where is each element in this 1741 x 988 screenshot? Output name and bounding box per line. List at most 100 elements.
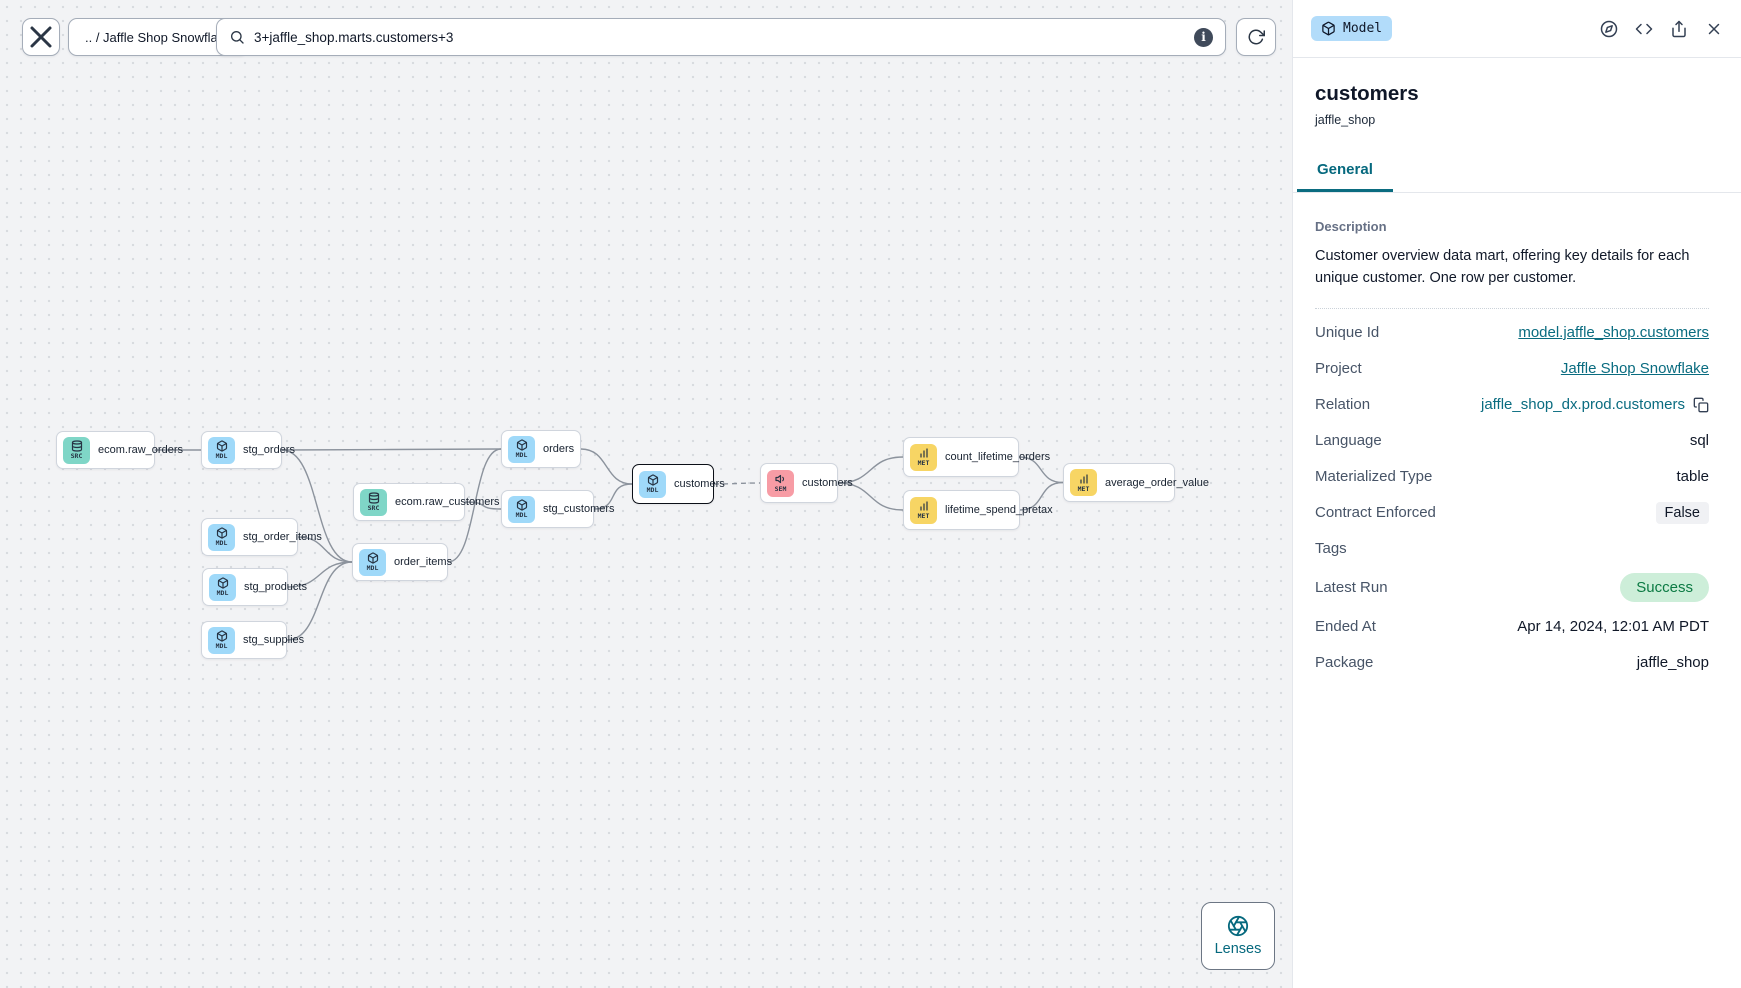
field-row-package: Package jaffle_shop bbox=[1315, 645, 1709, 681]
node-label: stg_orders bbox=[243, 444, 295, 456]
share-button[interactable] bbox=[1670, 20, 1688, 38]
node-label: orders bbox=[543, 443, 575, 455]
mdl-badge-icon: MDL bbox=[508, 435, 535, 463]
graph-node-average_order_value[interactable]: MET average_order_value bbox=[1063, 463, 1209, 502]
node-label: ecom.raw_orders bbox=[98, 444, 183, 456]
graph-node-stg_supplies[interactable]: MDL stg_supplies bbox=[201, 621, 304, 659]
mdl-badge-icon: MDL bbox=[209, 573, 236, 601]
graph-node-raw_customers[interactable]: SRC ecom.raw_customers bbox=[353, 483, 500, 521]
tab-bar: General bbox=[1293, 151, 1741, 193]
details-panel: Model bbox=[1292, 0, 1741, 988]
explore-lineage-button[interactable] bbox=[1600, 20, 1618, 38]
refresh-button[interactable] bbox=[1236, 18, 1276, 56]
graph-node-stg_order_items[interactable]: MDL stg_order_items bbox=[201, 518, 322, 556]
node-label: stg_customers bbox=[543, 503, 615, 515]
sem-badge-icon: SEM bbox=[767, 469, 794, 497]
resource-type-label: Model bbox=[1343, 21, 1383, 36]
src-badge-icon: SRC bbox=[360, 488, 387, 516]
lenses-label: Lenses bbox=[1214, 941, 1262, 957]
tab-general[interactable]: General bbox=[1297, 151, 1393, 192]
graph-node-order_items[interactable]: MDL order_items bbox=[352, 543, 452, 581]
field-row-relation: Relation jaffle_shop_dx.prod.customers bbox=[1315, 387, 1709, 423]
graph-node-customers_sem[interactable]: SEM customers bbox=[760, 463, 853, 503]
node-label: customers bbox=[802, 477, 853, 489]
breadcrumb-label: .. / Jaffle Shop Snowflake bbox=[85, 29, 232, 45]
view-code-button[interactable] bbox=[1635, 20, 1653, 38]
close-lineage-button[interactable] bbox=[22, 18, 60, 56]
graph-node-count_lifetime_orders[interactable]: MET count_lifetime_orders bbox=[903, 437, 1050, 477]
description-text: Customer overview data mart, offering ke… bbox=[1315, 248, 1690, 286]
field-row-unique-id: Unique Id model.jaffle_shop.customers bbox=[1315, 315, 1709, 351]
mdl-badge-icon: MDL bbox=[208, 436, 235, 464]
node-label: customers bbox=[674, 478, 725, 490]
field-row-ended-at: Ended At Apr 14, 2024, 12:01 AM PDT bbox=[1315, 609, 1709, 645]
lineage-canvas[interactable]: SRC ecom.raw_orders MDL stg_orders SRC e… bbox=[0, 0, 1292, 988]
mdl-badge-icon: MDL bbox=[508, 495, 535, 523]
refresh-icon bbox=[1248, 29, 1265, 45]
copy-button[interactable] bbox=[1693, 397, 1709, 413]
aperture-icon bbox=[1227, 915, 1249, 937]
field-label: Tags bbox=[1315, 540, 1347, 557]
divider bbox=[1315, 307, 1709, 309]
field-label: Contract Enforced bbox=[1315, 504, 1436, 521]
close-panel-button[interactable] bbox=[1705, 20, 1723, 38]
field-label: Ended At bbox=[1315, 618, 1376, 635]
field-label: Unique Id bbox=[1315, 324, 1380, 341]
model-cube-icon bbox=[1322, 21, 1335, 36]
share-icon bbox=[1672, 20, 1686, 37]
mdl-badge-icon: MDL bbox=[208, 523, 235, 551]
src-badge-icon: SRC bbox=[63, 436, 90, 464]
graph-node-customers[interactable]: MDL customers bbox=[632, 464, 725, 504]
field-row-language: Language sql bbox=[1315, 423, 1709, 459]
node-label: stg_order_items bbox=[243, 531, 322, 543]
panel-header: Model bbox=[1293, 0, 1741, 58]
field-label: Language bbox=[1315, 432, 1382, 449]
node-label: order_items bbox=[394, 556, 453, 568]
field-row-tags: Tags bbox=[1315, 531, 1709, 567]
close-icon bbox=[1708, 23, 1720, 34]
graph-node-lifetime_spend_pretax[interactable]: MET lifetime_spend_pretax bbox=[903, 490, 1053, 530]
field-row-materialized-type: Materialized Type table bbox=[1315, 459, 1709, 495]
resource-type-badge: Model bbox=[1311, 16, 1393, 41]
edge-stg_supplies-to-order_items bbox=[286, 561, 353, 641]
node-label: lifetime_spend_pretax bbox=[945, 504, 1053, 516]
compass-icon bbox=[1600, 20, 1618, 37]
selector-search-input[interactable] bbox=[254, 29, 1185, 45]
met-badge-icon: MET bbox=[1070, 469, 1097, 496]
search-icon bbox=[231, 31, 244, 44]
field-label: Project bbox=[1315, 360, 1362, 377]
graph-node-stg_products[interactable]: MDL stg_products bbox=[202, 568, 307, 606]
package-subtitle: jaffle_shop bbox=[1315, 113, 1376, 127]
page-title: customers bbox=[1315, 82, 1419, 105]
graph-node-orders[interactable]: MDL orders bbox=[501, 430, 581, 468]
graph-node-raw_orders[interactable]: SRC ecom.raw_orders bbox=[56, 431, 183, 469]
package-value: jaffle_shop bbox=[1636, 654, 1709, 671]
node-label: stg_supplies bbox=[243, 634, 305, 646]
lenses-button[interactable]: Lenses bbox=[1201, 902, 1275, 970]
field-row-contract-enforced: Contract Enforced False bbox=[1315, 495, 1709, 531]
info-icon[interactable]: i bbox=[1194, 27, 1213, 47]
edge-orders-to-customers bbox=[580, 448, 633, 485]
edge-stg_orders-to-orders bbox=[281, 448, 502, 451]
node-label: stg_products bbox=[244, 581, 307, 593]
contract-enforced-badge: False bbox=[1655, 501, 1709, 524]
field-row-latest-run: Latest Run Success bbox=[1315, 567, 1709, 609]
close-icon bbox=[30, 26, 52, 48]
unique-id-link[interactable]: model.jaffle_shop.customers bbox=[1518, 324, 1709, 341]
graph-node-stg_orders[interactable]: MDL stg_orders bbox=[201, 431, 295, 469]
relation-value: jaffle_shop_dx.prod.customers bbox=[1480, 396, 1685, 413]
ended-at-value: Apr 14, 2024, 12:01 AM PDT bbox=[1517, 618, 1709, 635]
code-icon bbox=[1635, 23, 1653, 34]
node-label: count_lifetime_orders bbox=[945, 451, 1051, 463]
field-label: Latest Run bbox=[1315, 579, 1388, 596]
field-label: Materialized Type bbox=[1315, 468, 1433, 485]
node-label: average_order_value bbox=[1105, 476, 1209, 489]
lineage-search-bar: i bbox=[216, 18, 1226, 56]
project-link[interactable]: Jaffle Shop Snowflake bbox=[1560, 360, 1709, 377]
mdl-badge-icon: MDL bbox=[359, 548, 386, 576]
field-label: Package bbox=[1315, 654, 1374, 671]
graph-node-stg_customers[interactable]: MDL stg_customers bbox=[501, 490, 615, 528]
materialized-type-value: table bbox=[1676, 468, 1709, 485]
met-badge-icon: MET bbox=[910, 443, 937, 471]
field-label: Relation bbox=[1315, 396, 1371, 413]
